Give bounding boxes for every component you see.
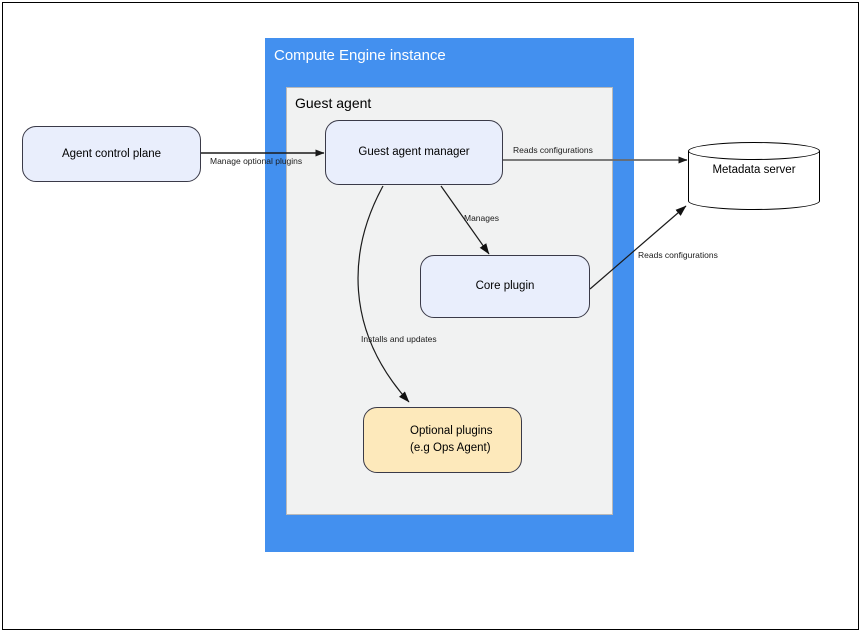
edge-label-manages: Manages <box>464 213 499 223</box>
compute-engine-instance-title: Compute Engine instance <box>274 47 446 64</box>
node-metadata-server-label: Metadata server <box>712 164 796 176</box>
node-guest-agent-manager[interactable]: Guest agent manager <box>325 120 503 185</box>
node-core-plugin-label: Core plugin <box>475 280 535 292</box>
node-optional-plugins-label-line-2: (e.g Ops Agent) <box>410 442 491 454</box>
node-optional-plugins-label-line-1: Optional plugins <box>410 425 493 437</box>
guest-agent-title: Guest agent <box>295 95 372 111</box>
node-metadata-server[interactable]: Metadata server <box>688 142 820 210</box>
node-agent-control-plane[interactable]: Agent control plane <box>22 126 201 182</box>
node-agent-control-plane-label: Agent control plane <box>61 147 162 160</box>
edge-label-reads-configurations-core: Reads configurations <box>638 250 718 260</box>
edge-label-manage-optional-plugins: Manage optional plugins <box>210 156 303 166</box>
node-core-plugin[interactable]: Core plugin <box>420 255 590 318</box>
node-guest-agent-manager-label: Guest agent manager <box>358 146 470 158</box>
edge-label-installs-and-updates: Installs and updates <box>361 334 437 344</box>
cylinder-top-ellipse <box>688 142 820 160</box>
node-optional-plugins[interactable]: Optional plugins (e.g Ops Agent) <box>363 407 522 473</box>
edge-label-reads-configurations-manager: Reads configurations <box>513 145 593 155</box>
